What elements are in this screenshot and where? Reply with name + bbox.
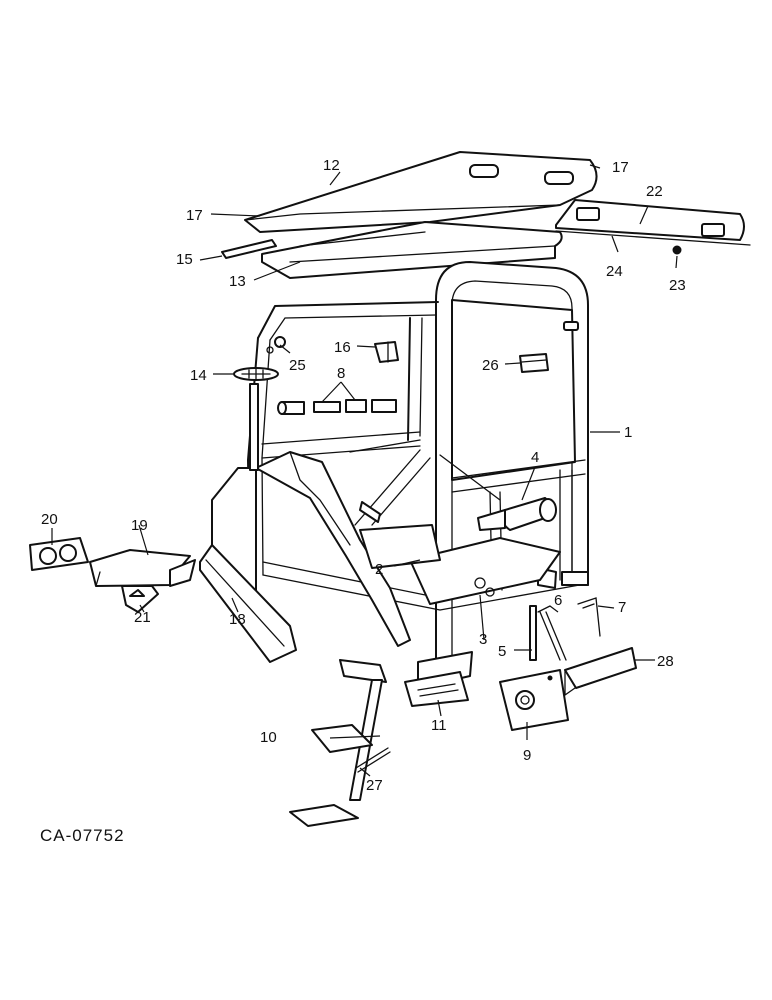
step-tread [404,651,473,707]
rear-header-panel [555,199,745,241]
callout-4: 4 [531,449,539,466]
bolt [266,336,286,354]
callout-23: 23 [669,277,686,294]
handrail [233,367,279,471]
floor-hole [485,587,495,597]
floor-plate [409,537,561,605]
callout-9: 9 [523,747,531,764]
callout-16: 16 [334,339,351,356]
drawing-reference: CA-07752 [40,826,125,845]
callout-26: 26 [482,357,499,374]
callout-17-left: 17 [186,207,203,224]
hinge-bracket [374,341,399,363]
callout-14: 14 [190,367,207,384]
callout-1: 1 [624,424,632,441]
step-cover [89,549,196,587]
callout-19: 19 [131,517,148,534]
callout-20: 20 [41,511,58,528]
callout-3: 3 [479,631,487,648]
leader-lines [51,164,678,777]
callout-22: 22 [646,183,663,200]
callout-17-top: 17 [612,159,629,176]
grommet-set [277,399,397,415]
callout-28: 28 [657,653,674,670]
callout-13: 13 [229,273,246,290]
retaining-strap [355,747,391,773]
mounting-bracket [121,585,159,613]
header-fastener [672,245,682,255]
callout-10: 10 [260,729,277,746]
step-ladder [289,659,387,827]
callout-18: 18 [229,611,246,628]
header-seal-strip [555,230,751,246]
seat-cushion [477,497,557,531]
callout-15: 15 [176,251,193,268]
callout-21: 21 [134,609,151,626]
callout-24: 24 [606,263,623,280]
door-rod-left [529,605,537,661]
door-rod-angled [537,605,567,661]
side-cover-panel [499,669,569,731]
callout-7: 7 [618,599,626,616]
callout-25: 25 [289,357,306,374]
callout-12: 12 [323,157,340,174]
lower-side-panel [564,647,637,697]
roof-trim-strip [221,239,277,259]
callout-6: 6 [554,592,562,609]
decal [519,353,549,373]
left-console-cover [255,451,441,647]
rear-fender-panel [199,544,297,663]
floor-hole [474,577,486,589]
door-rod-hook [577,597,601,637]
callout-8: 8 [337,365,345,382]
callout-11: 11 [431,717,447,734]
callout-labels: 12 17 17 22 15 24 23 13 16 25 26 14 8 1 … [41,157,686,794]
light-assembly [29,537,89,571]
roof-panel [244,151,598,233]
callout-2: 2 [375,561,383,578]
callout-27: 27 [366,777,383,794]
callout-5: 5 [498,643,506,660]
